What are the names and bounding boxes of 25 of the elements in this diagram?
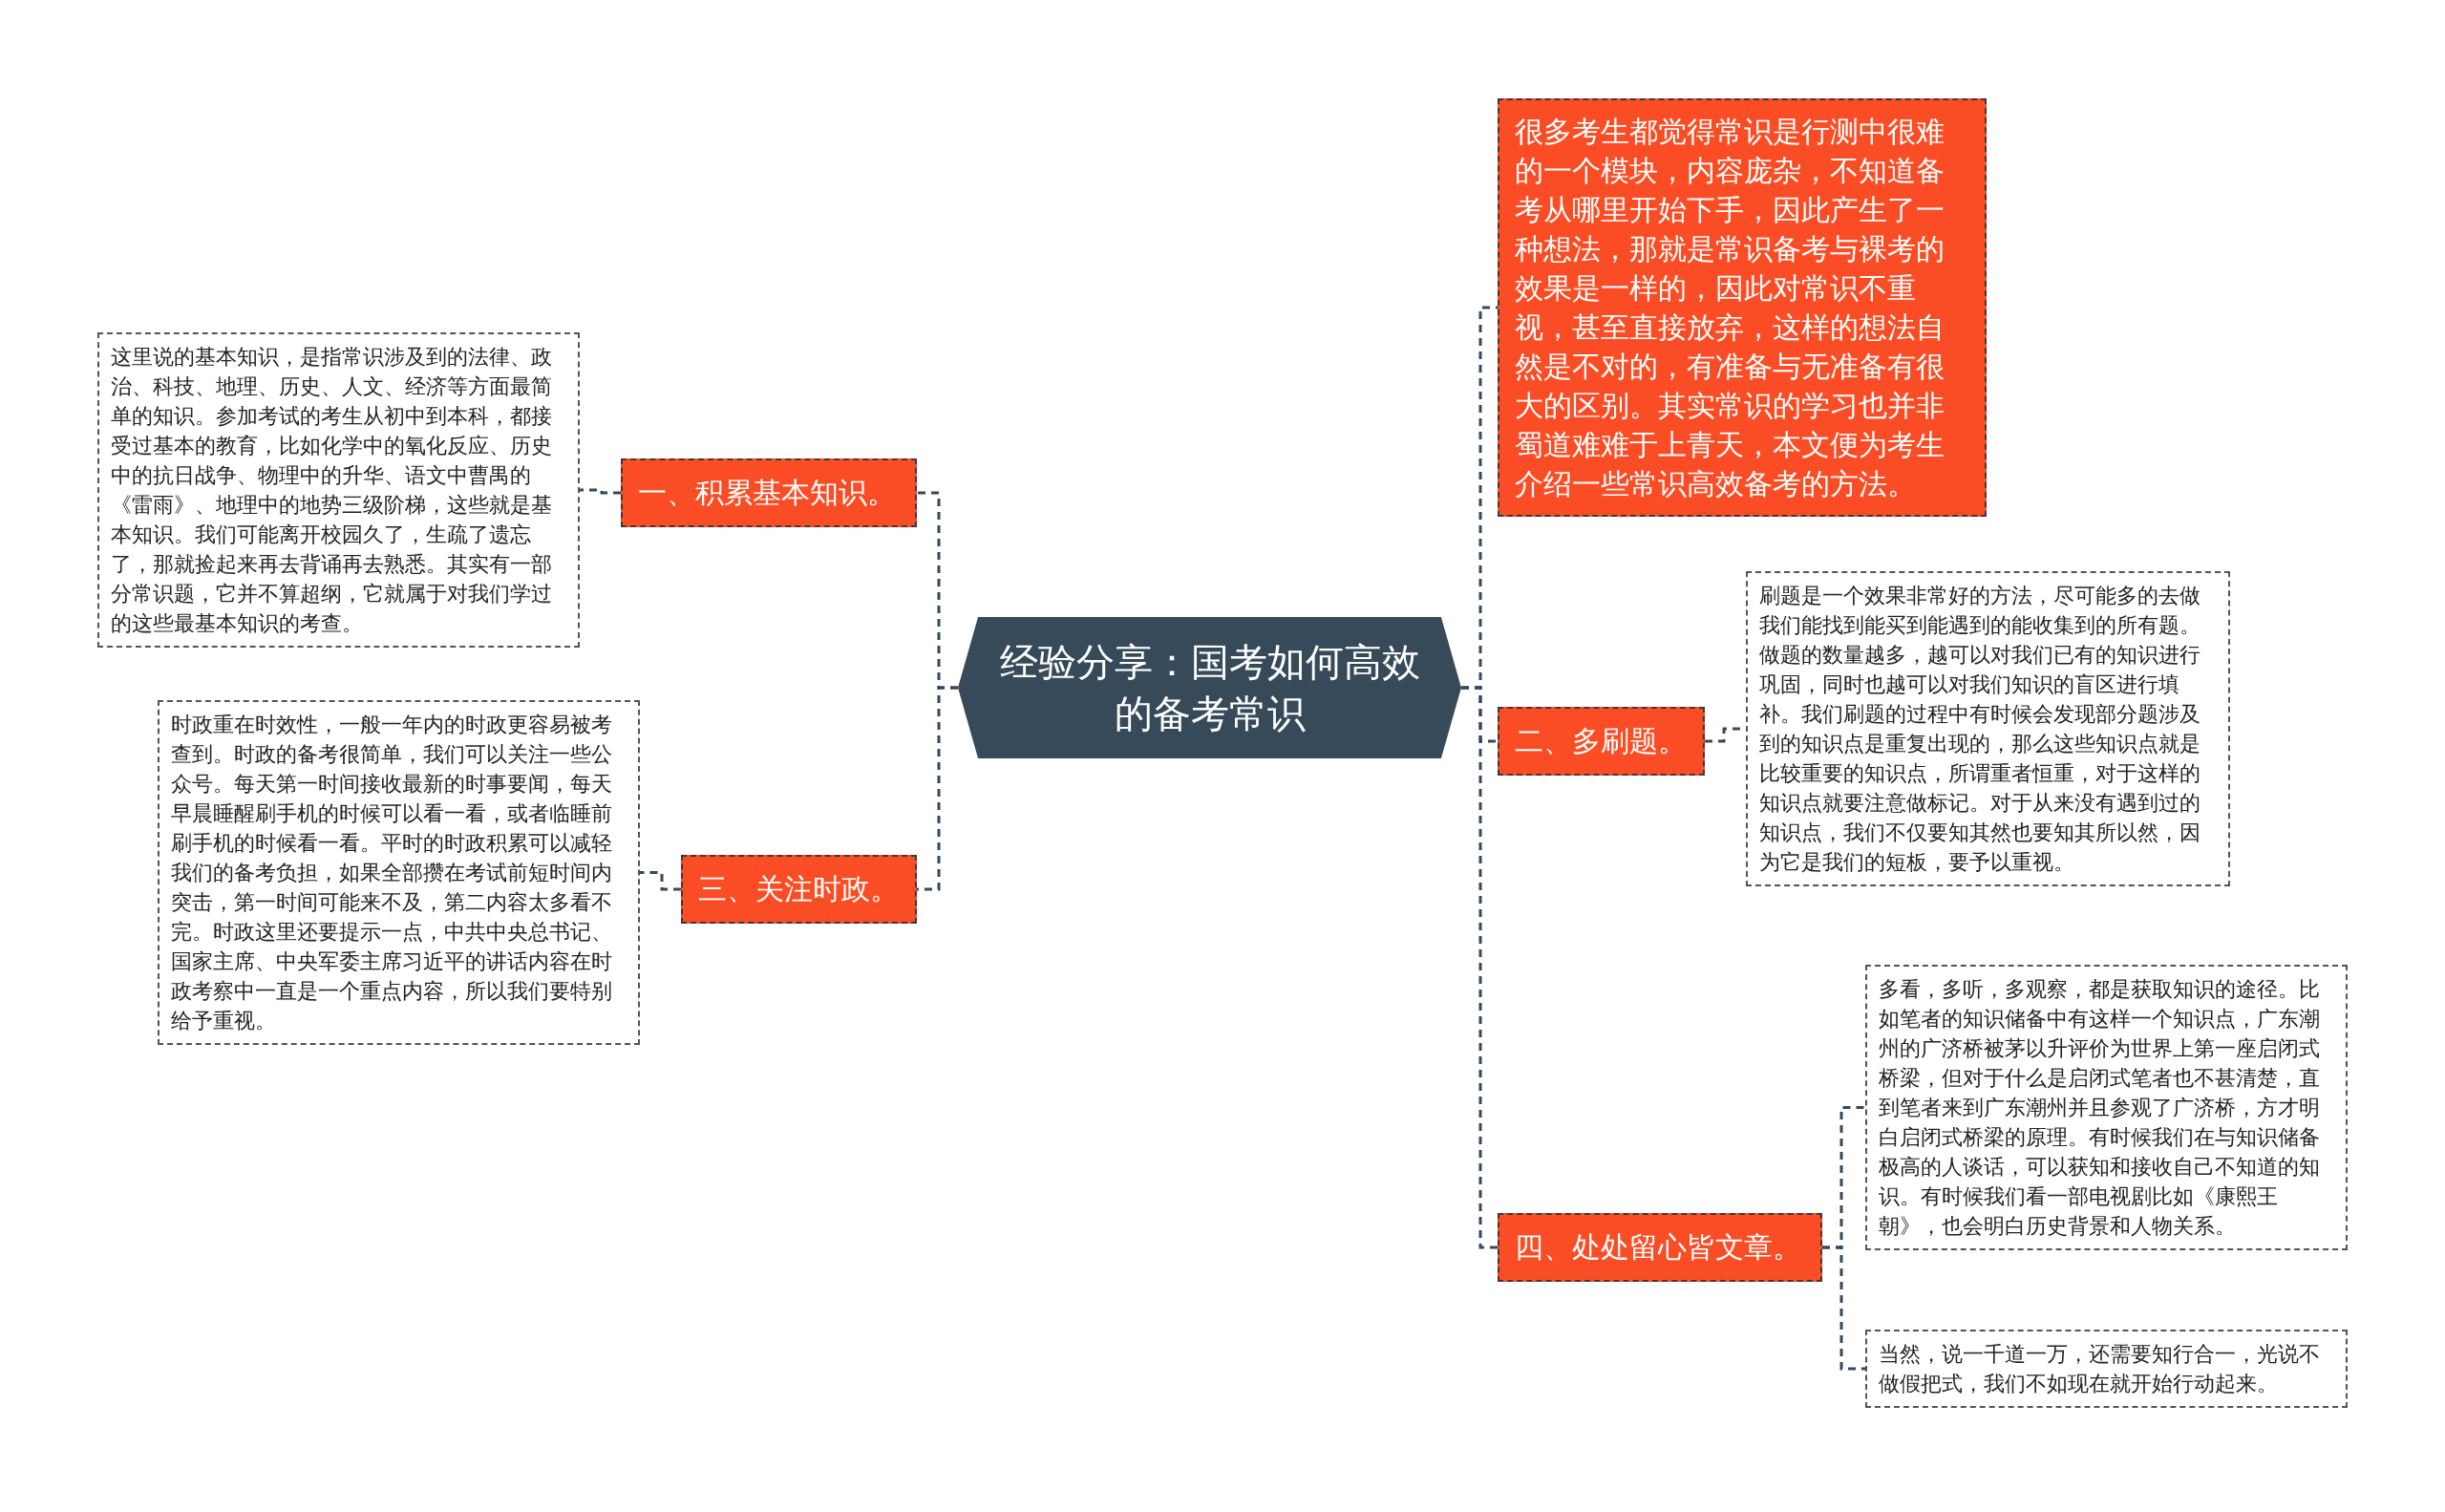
central-topic <box>958 617 1461 758</box>
intro-box <box>1498 98 1987 517</box>
topic-box <box>621 458 917 527</box>
connector-line <box>1822 1246 1865 1371</box>
topic-box <box>681 855 917 924</box>
connector-line <box>640 871 681 891</box>
topic-box <box>1498 1213 1822 1282</box>
node-text: 这里说的基本知识，是指常识涉及到的法律、政治、科技、地理、历史、人文、经济等方面最简单的知识。参加考试的考生从初中到本科，都接受过基本的教育，比如化学中的氧化反应、历史中的抗日战争、物理中的升华、语文中曹禺的《雷雨》、地理中的地势三级阶梯，这些就是基本知识。我们可能离开校园久了，生疏了遗忘了，那就捡起来再去背诵再去熟悉。其实有一部分常识题，它并不算超纲，它就属于对我们学过的这些最基本知识的考查。 <box>111 344 553 637</box>
topic-box <box>1498 707 1705 776</box>
node-text: 多看，多听，多观察，都是获取知识的途径。比如笔者的知识储备中有这样一个知识点，广东潮州的广济桥被茅以升评价为世界上第一座启闭式桥梁，但对于什么是启闭式笔者也不甚清楚，直到笔者来到广东潮州并且参观了广济桥，方才明白启闭式桥梁的原理。有时候我们在与知识储备极高的人谈话，可以获知和接收自己不知道的知识。有时候我们看一部电视剧比如《康熙王朝》，也会明白历史背景和人物关系。 <box>1879 976 2321 1240</box>
node-text: 一、积累基本知识。 <box>638 475 897 511</box>
note-box <box>1865 965 2348 1250</box>
node-text: 三、关注时政。 <box>698 871 900 907</box>
connector-line <box>917 686 958 891</box>
node-text: 四、处处留心皆文章。 <box>1515 1229 1802 1266</box>
note-box <box>1865 1330 2348 1408</box>
connector-line <box>1461 686 1498 1249</box>
node-text: 经验分享：国考如何高效的备考常识 <box>998 639 1421 737</box>
node-text: 刷题是一个效果非常好的方法，尽可能多的去做我们能找到能买到能遇到的能收集到的所有题。做题的数量越多，越可以对我们已有的知识进行巩固，同时也越可以对我们知识的盲区进行填补。我们刷题的过程中有时候会发现部分题涉及到的知识点是重复出现的，那么这些知识点就是比较重要的知识点，所谓重者恒重，对于这样的知识点就要注意做标记。对于从来没有遇到过的知识点，我们不仅要知其然也要知其所以然，因为它是我们的短板，要予以重视。 <box>1759 583 2201 876</box>
node-text: 时政重在时效性，一般一年内的时政更容易被考查到。时政的备考很简单，我们可以关注一些公众号。每天第一时间接收最新的时事要闻，每天早晨睡醒刷手机的时候可以看一看，或者临睡前刷手机的时候看一看。平时的时政积累可以减轻我们的备考负担，如果全部攒在考试前短时间内突击，第一时间可能来不及，第二内容太多看不完。时政这里还要提示一点，中共中央总书记、国家主席、中央军委主席习近平的讲话内容在时政考察中一直是一个重点内容，所以我们要特别给予重视。 <box>171 712 613 1034</box>
note-box <box>1746 571 2230 886</box>
connector-line <box>580 488 621 495</box>
node-text: 当然，说一千道一万，还需要知行合一，光说不做假把式，我们不如现在就开始行动起来。 <box>1879 1341 2321 1397</box>
node-text: 二、多刷题。 <box>1515 723 1688 759</box>
node-text: 很多考生都觉得常识是行测中很难的一个模块，内容庞杂，不知道备考从哪里开始下手，因此产生了一种想法，那就是常识备考与裸考的效果是一样的，因此对常识不重视，甚至直接放弃，这样的想法自然是不对的，有准备与无准备有很大的区别。其实常识的学习也并非蜀道难难于上青天，本文便为考生介绍一些常识高效备考的方法。 <box>1515 114 1945 502</box>
